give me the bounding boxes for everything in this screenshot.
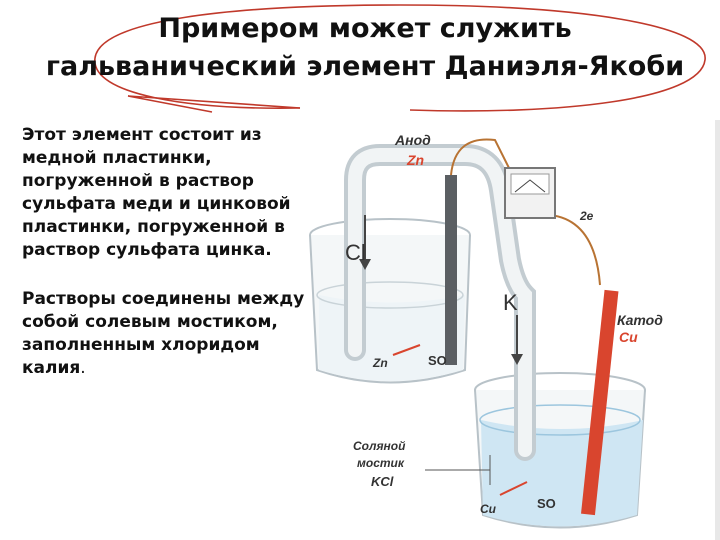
copper-ion-label: Cu xyxy=(480,502,497,516)
anode-label: Анод xyxy=(394,132,431,148)
copper-electrode xyxy=(581,289,619,516)
paragraph-bridge: Растворы соединены между собой солевым м… xyxy=(22,288,322,380)
anode-metal: Zn xyxy=(406,152,424,168)
description: Этот элемент состоит из медной пластинки… xyxy=(22,124,322,380)
cathode-metal: Cu xyxy=(619,329,638,345)
salt-bridge-tube xyxy=(344,144,536,461)
electron-label: 2e xyxy=(579,209,594,223)
speech-bubble xyxy=(94,4,706,113)
zinc-ion-label: Zn xyxy=(372,356,388,370)
bridge-label-3: KCl xyxy=(371,474,394,489)
sulfate-label-right: SO xyxy=(537,496,556,511)
voltmeter xyxy=(504,167,556,219)
bridge-label-1: Соляной xyxy=(353,439,406,453)
daniell-cell-diagram: Анод Zn 2e Cl K Катод Cu Zn SO Соляной м… xyxy=(309,120,720,540)
paragraph-composition: Этот элемент состоит из медной пластинки… xyxy=(22,125,291,260)
copper-beaker xyxy=(474,372,646,529)
paragraph-bridge-text: Растворы соединены между собой солевым м… xyxy=(22,289,305,378)
paragraph-bridge-period: . xyxy=(80,358,86,378)
slide-title: Примером может служить гальванический эл… xyxy=(45,13,685,82)
cathode-label: Катод xyxy=(617,312,663,328)
chloride-label: Cl xyxy=(345,240,366,265)
zinc-electrode xyxy=(445,175,457,365)
potassium-label: K xyxy=(503,290,518,315)
bridge-label-2: мостик xyxy=(357,456,405,470)
sulfate-label-left: SO xyxy=(428,353,447,368)
